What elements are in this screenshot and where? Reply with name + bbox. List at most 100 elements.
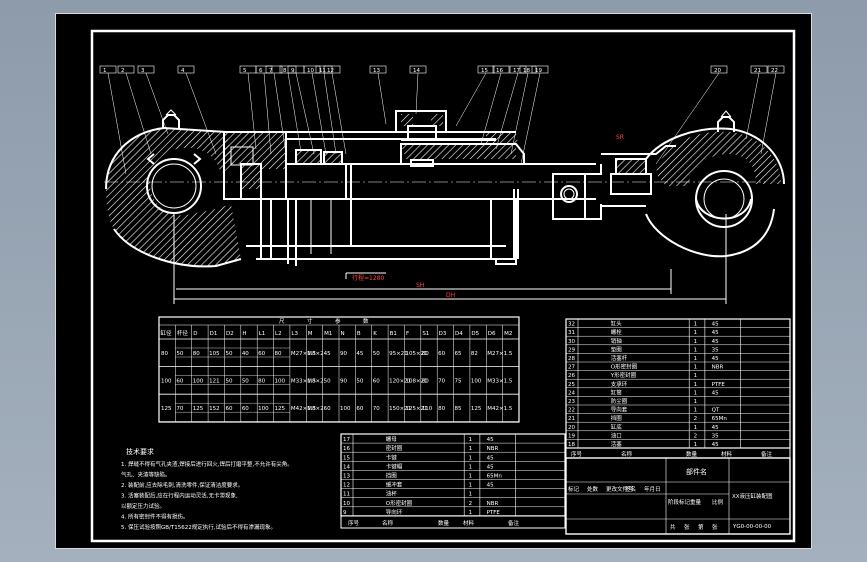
bom-no: 32 <box>568 322 575 328</box>
table-column-header: H <box>242 331 246 337</box>
balloon-number: 21 <box>754 68 761 74</box>
balloon-number: 18 <box>523 68 530 74</box>
bom-no: 15 <box>343 455 350 461</box>
stage-label: 阶段标记 <box>668 498 691 506</box>
table-cell: 75 <box>455 379 462 385</box>
leader-line <box>247 72 257 150</box>
table-column-header: M <box>308 331 313 337</box>
table-cell: 60 <box>242 406 249 412</box>
table-cell: 125 <box>193 406 204 412</box>
bom-material: NBR <box>487 501 499 507</box>
bom-material: 45 <box>712 322 719 328</box>
table-cell: M8×2 <box>307 351 323 357</box>
bom-name: 防尘圈 <box>611 397 628 405</box>
balloon-number: 11 <box>319 68 326 74</box>
bom-no: 13 <box>343 474 350 480</box>
table-cell: M8×2 <box>307 379 323 385</box>
bom-header: 备注 <box>761 450 773 458</box>
leader-line <box>480 72 502 145</box>
note-line: 以额定压力试验。 <box>121 502 165 510</box>
bom-qty: 1 <box>469 492 473 498</box>
drawing-title: XX液压缸装配图 <box>732 492 773 500</box>
table-cell: 80 <box>275 351 282 357</box>
leader-line <box>287 72 302 153</box>
table-cell: 60 <box>324 406 331 412</box>
bom-qty: 1 <box>694 442 698 448</box>
table-cell: 70 <box>176 406 183 412</box>
bom-header: 材料 <box>721 450 733 458</box>
table-group-header: 尺 <box>279 318 285 325</box>
table-column-header: L2 <box>275 331 282 337</box>
bom-name: 导向套 <box>611 406 628 414</box>
bom-material: 45 <box>712 339 719 345</box>
note-line: 气孔、夹渣等缺陷。 <box>121 471 171 479</box>
bom-material: 45 <box>712 442 719 448</box>
leader-line <box>323 72 337 155</box>
dim-sh: SH <box>416 282 424 289</box>
bom-qty: 2 <box>694 433 698 439</box>
table-cell: 110 <box>422 406 433 412</box>
note-line: 3. 活塞装配后,应在行程内运动灵活,无卡滞现象, <box>121 492 238 500</box>
table-group-cell: 125 <box>161 406 172 412</box>
bom-header: 名称 <box>621 450 633 458</box>
table-cell: 50 <box>242 379 249 385</box>
balloon-number: 3 <box>141 68 145 74</box>
bom-name: 卡键 <box>386 453 398 461</box>
bom-no: 29 <box>568 347 575 353</box>
table-column-header: 杆径 <box>177 329 189 337</box>
table-cell: 90 <box>340 351 347 357</box>
table-cell: M27×1.5 <box>291 351 317 357</box>
bom-frame <box>565 318 791 449</box>
table-group-header: 数 <box>363 317 369 325</box>
table-column-header: D5 <box>471 331 479 337</box>
dimension-lines: 行程=1280 SH DH <box>173 214 727 304</box>
table-cell: 80 <box>193 351 200 357</box>
table-column-header: L3 <box>291 331 298 337</box>
bom-name: 挡圈 <box>386 472 398 480</box>
table-cell: M8×2 <box>307 406 323 412</box>
bom-name: 垫圈 <box>611 345 623 353</box>
table-column-header: L1 <box>259 331 266 337</box>
table-cell: M42×1.5 <box>487 406 513 412</box>
bom-name: 支承环 <box>611 380 628 388</box>
table-cell: 45 <box>356 351 363 357</box>
bom-header: 序号 <box>571 450 583 458</box>
bom-qty: 1 <box>469 483 473 489</box>
table-cell: 60 <box>373 379 380 385</box>
leader-line <box>415 72 419 115</box>
drawing-code: YG0-00-00-00 <box>732 524 772 530</box>
bom-header-row <box>565 447 791 459</box>
bom-qty: 1 <box>694 382 698 388</box>
balloon-number: 7 <box>269 68 273 74</box>
bom-qty: 1 <box>694 322 698 328</box>
bom-qty: 1 <box>469 446 473 452</box>
table-cell: 80 <box>422 351 429 357</box>
bom-qty: 1 <box>694 330 698 336</box>
table-cell: 70 <box>373 406 380 412</box>
leader-line <box>311 72 327 155</box>
bom-material: 45 <box>487 464 494 470</box>
balloon-number: 5 <box>243 68 247 74</box>
balloon-number: 16 <box>496 68 503 74</box>
bom-material: 45 <box>487 437 494 443</box>
bom-no: 23 <box>568 399 575 405</box>
table-column-header: D4 <box>455 331 463 337</box>
bom-no: 19 <box>568 433 575 439</box>
table-cell: 80 <box>438 406 445 412</box>
bom-header: 名称 <box>382 519 394 527</box>
bom-qty: 1 <box>694 408 698 414</box>
note-line: 5. 保压试验按照GB/T15622规定执行,试验后不得有渗漏现象。 <box>121 523 276 531</box>
leader-line <box>745 72 760 140</box>
bom-header: 序号 <box>348 519 360 527</box>
table-cell: M27×1.5 <box>487 351 513 357</box>
table-cell: 100 <box>193 379 204 385</box>
bom-material: 45 <box>487 455 494 461</box>
table-cell: 40 <box>242 351 249 357</box>
table-cell: 50 <box>225 351 232 357</box>
table-group-cell: 100 <box>161 379 172 385</box>
bom-header: 数量 <box>438 519 450 527</box>
table-cell: 125 <box>275 406 286 412</box>
note-line: 1. 焊缝不得有气孔夹渣,焊接后进行回火,焊后打磨平整,不允许有尖角。 <box>121 460 293 468</box>
leader-line <box>520 72 541 165</box>
